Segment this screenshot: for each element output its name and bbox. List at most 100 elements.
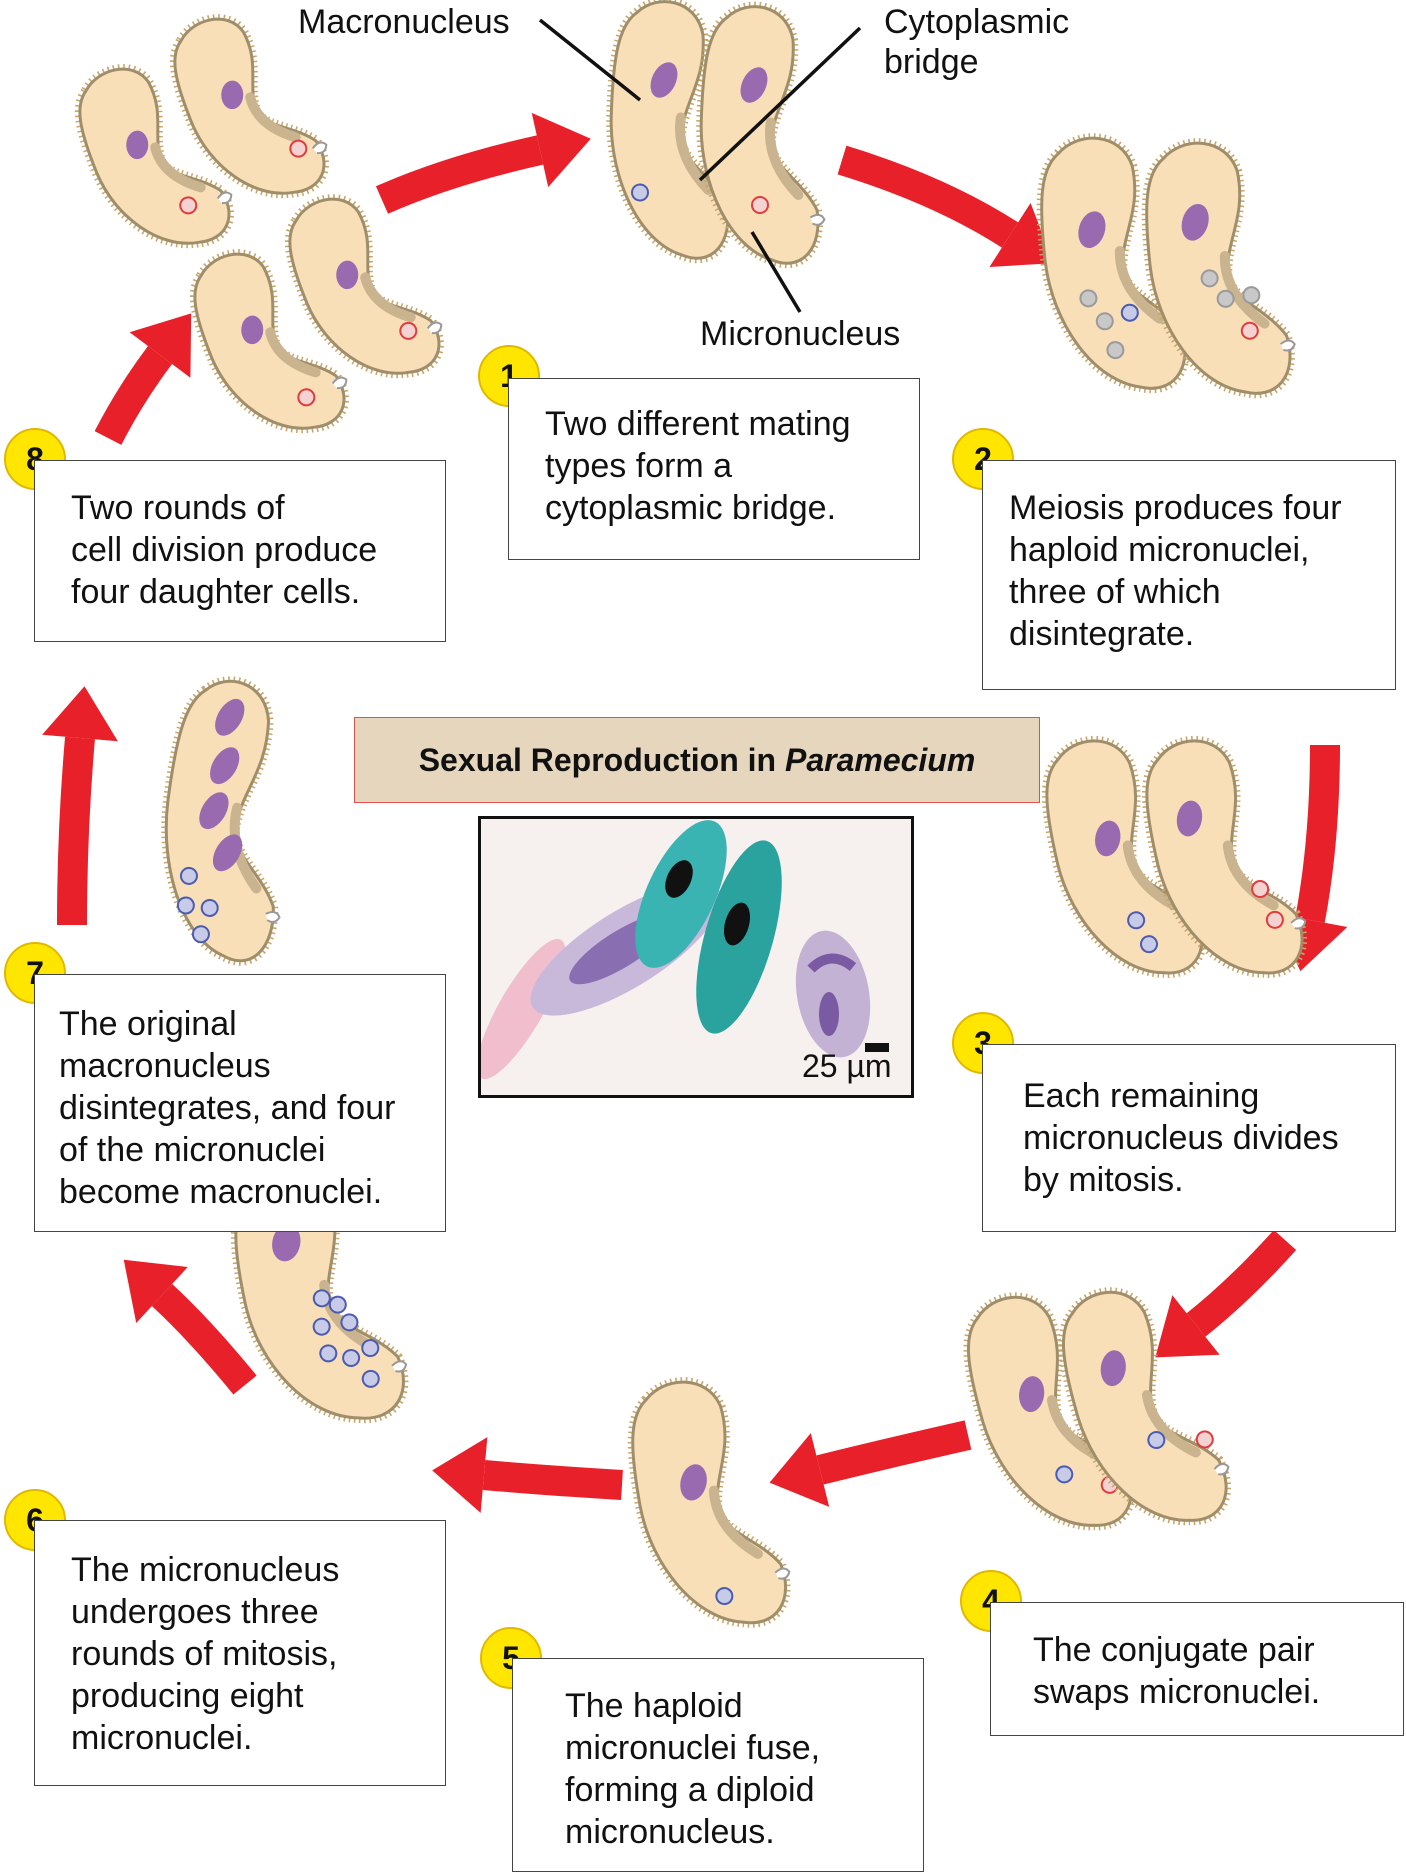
micronucleus [1195, 1430, 1214, 1449]
arrow-6-to-7-head [123, 1259, 188, 1323]
step-1-line: cytoplasmic bridge. [545, 489, 837, 527]
step-6-line: micronuclei. [71, 1719, 253, 1757]
step-4-line: The conjugate pair [1033, 1631, 1315, 1669]
scale-bar-label: 25 µm [802, 1048, 892, 1084]
step-6-line: producing eight [71, 1677, 304, 1715]
oral-pore [391, 1360, 408, 1373]
arrow-1-to-2-shaft [837, 145, 1019, 248]
step-2-line: three of which [1009, 573, 1221, 611]
cell-step8-c [189, 249, 349, 434]
cell-step7 [161, 676, 281, 966]
arrow-8-up-shaft [94, 346, 173, 445]
macronucleus [650, 62, 678, 98]
micronucleus [715, 1587, 734, 1606]
cell-step5 [627, 1377, 791, 1628]
arrow-5-to-6-shaft [482, 1460, 623, 1500]
oral-groove [1122, 840, 1179, 911]
cell-step2-left [1036, 133, 1191, 394]
macronucleus [1019, 1376, 1045, 1413]
step-5-line: micronuclei fuse, [565, 1729, 821, 1767]
oral-pore [216, 191, 233, 205]
micronucleus [328, 1295, 347, 1314]
oral-groove [1141, 1390, 1201, 1458]
micronucleus [1095, 312, 1114, 331]
micronucleus [191, 925, 210, 944]
arrow-1-to-2-head [989, 203, 1054, 267]
step-1-line: Two different mating [545, 405, 851, 443]
arrow-7-to-8-head [42, 686, 118, 742]
step-6-line: undergoes three [71, 1593, 319, 1631]
arrow-8-to-1-head [531, 112, 591, 188]
arrow-8-up-head [129, 313, 192, 378]
oral-groove [245, 92, 301, 143]
cell-step8-d [284, 194, 444, 379]
micronucleus [751, 196, 769, 214]
step-1-box: Two different mating types form a cytopl… [508, 378, 920, 560]
macronucleus [680, 1464, 707, 1501]
paramecium-micrograph [478, 816, 914, 1098]
step-2-line: disintegrate. [1009, 615, 1195, 653]
macronucleus [272, 1224, 301, 1262]
step-8-line: cell division produce [71, 531, 378, 569]
macronucleus [1095, 820, 1121, 857]
macronucleus [199, 792, 229, 830]
micronucleus [1251, 880, 1270, 899]
micronucleus [361, 1339, 380, 1358]
macronucleus [241, 315, 264, 345]
arrow-4-to-5-head [769, 1433, 830, 1507]
step-3-box: Each remaining micronucleus divides by m… [982, 1044, 1396, 1232]
micronucleus [1140, 935, 1159, 954]
title-organism: Paramecium [784, 742, 976, 778]
macronucleus [212, 834, 243, 872]
step-2-box: Meiosis produces four haploid micronucle… [982, 460, 1396, 690]
macronucleus-label: Macronucleus [298, 3, 510, 41]
oral-pore [265, 911, 281, 923]
micronucleus [361, 1369, 380, 1388]
step-3-line: by mitosis. [1023, 1161, 1184, 1199]
micronucleus [312, 1289, 331, 1308]
macronucleus [126, 130, 149, 160]
arrow-3-to-4-shaft [1186, 1229, 1297, 1337]
macronucleus [221, 80, 244, 110]
arrow-8-to-1-shaft [375, 135, 544, 214]
step-7-line: disintegrates, and four [59, 1089, 396, 1127]
micronucleus [297, 388, 316, 407]
macronucleus [215, 698, 245, 736]
step-7-line: macronucleus [59, 1047, 271, 1085]
micronucleus [342, 1348, 361, 1367]
step-6-box: The micronucleus undergoes three rounds … [34, 1520, 446, 1786]
step-6-line: The micronucleus [71, 1551, 340, 1589]
micronucleus [1127, 911, 1146, 930]
arrow-5-to-6-head [432, 1437, 488, 1513]
micronucleus-label: Micronucleus [700, 315, 901, 353]
step-4-line: swaps micronuclei. [1033, 1673, 1321, 1711]
oral-groove [1222, 840, 1279, 911]
oral-pore [1213, 1463, 1230, 1476]
step-7-line: of the micronuclei [59, 1131, 326, 1169]
micronucleus [179, 866, 198, 885]
oral-pore [426, 321, 443, 335]
macronucleus [1181, 203, 1209, 241]
macronucleus [1176, 800, 1203, 837]
cell-step2-right [1141, 138, 1296, 399]
micronucleus [1242, 286, 1261, 305]
cell-step8-a [74, 64, 234, 249]
step-3-line: micronucleus divides [1023, 1119, 1339, 1157]
oral-groove [1219, 250, 1270, 329]
micronucleus [289, 139, 308, 158]
step-5-line: micronucleus. [565, 1813, 775, 1851]
cytoplasmic-bridge-label: Cytoplasmic bridge [884, 2, 1069, 82]
macronucleus [1100, 1350, 1126, 1387]
macronucleus [1078, 211, 1106, 249]
macronucleus-pointer-line [538, 18, 642, 102]
step-3-line: Each remaining [1023, 1077, 1260, 1115]
oral-groove [675, 112, 714, 195]
oral-groove [708, 1485, 763, 1559]
step-5-box: The haploid micronuclei fuse, forming a … [512, 1658, 924, 1872]
arrow-3-to-4-head [1155, 1295, 1220, 1358]
oral-pore [774, 1567, 791, 1580]
step-5-line: forming a diploid [565, 1771, 815, 1809]
arrow-4-to-5-shaft [816, 1420, 972, 1485]
arrow-2-to-3-shaft [1295, 744, 1340, 923]
